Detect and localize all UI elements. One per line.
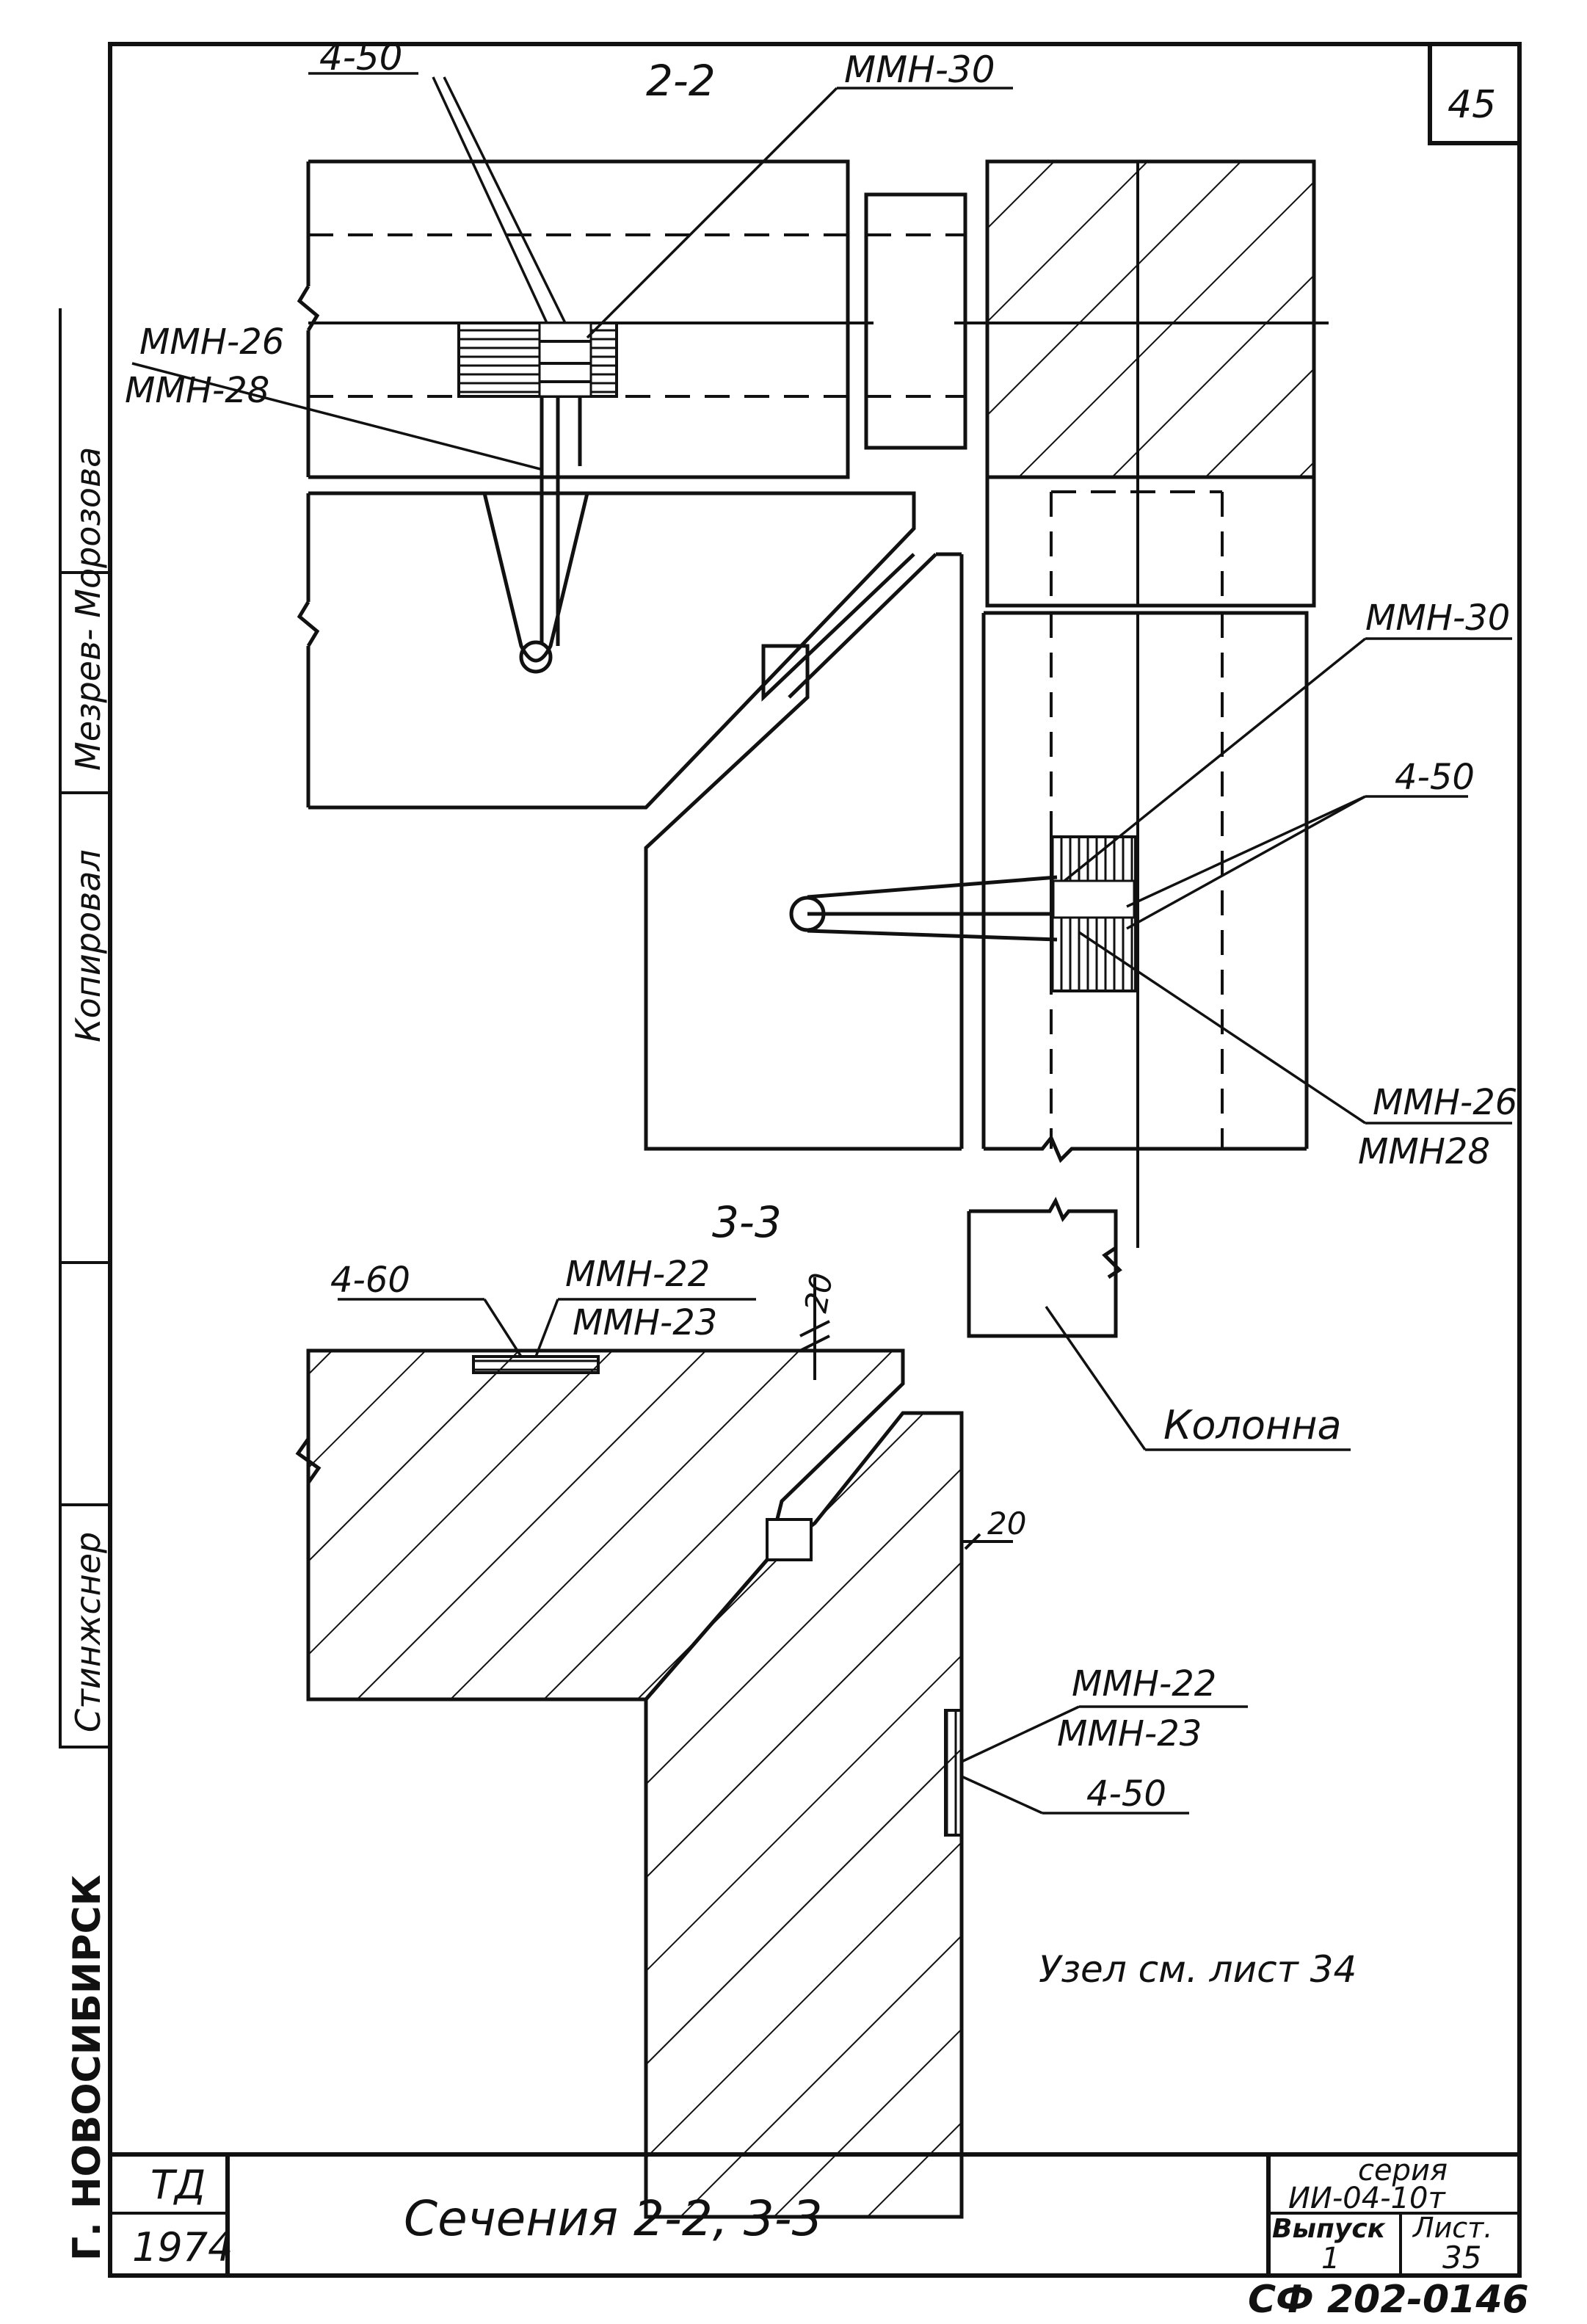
sheet-label: Лист. <box>1412 2212 1492 2244</box>
section-3-3-title: 3-3 <box>712 1197 782 1247</box>
title-block: ТД 1974 Сечения 2-2, 3-3 серия ИИ-04-10т… <box>110 2152 1519 2276</box>
sheet-frame <box>108 42 1522 2278</box>
embedded-plate-3-3-side <box>944 1709 963 1837</box>
series-label: серия <box>1358 2154 1448 2187</box>
section-2-2-title: 2-2 <box>646 56 716 106</box>
svg-text:45: 45 <box>1448 83 1496 127</box>
node-reference-note: Узел см. лист 34 <box>1039 1948 1357 1991</box>
leaders-2-2 <box>131 72 1512 1125</box>
section-3-3: 3-3 4-60 ММН-22 ММН-23 20 <box>295 1197 1357 2219</box>
archive-code: СФ 202-0146 <box>1248 2278 1529 2322</box>
stamp-city: Г. НОВОСИБИРСК <box>65 1875 109 2261</box>
column-top-2-2 <box>954 159 1329 608</box>
section-2-2: 2-2 <box>125 36 1517 1248</box>
label-2-2-right-anchor-b: ММН28 <box>1358 1131 1490 1172</box>
embedded-plate-3-3-top <box>472 1355 600 1374</box>
label-3-3-side-weld: 4-50 <box>1086 1773 1166 1815</box>
corner-sheet-number: 45 <box>1428 44 1519 145</box>
label-2-2-left-anchor-b: ММН-28 <box>125 370 269 411</box>
embedded-plate-2-2-top <box>457 322 618 398</box>
label-2-2-left-anchor-a: ММН-26 <box>139 322 284 363</box>
label-3-3-side-plate-a: ММН-22 <box>1072 1663 1216 1704</box>
spacer-block-2-2 <box>864 192 967 450</box>
label-3-3-gap-top: 20 <box>798 1271 840 1315</box>
label-3-3-top-weld: 4-60 <box>330 1260 410 1301</box>
column-lower-2-2 <box>981 611 1309 1248</box>
label-2-2-top-weld: 4-50 <box>319 36 402 79</box>
sheet-value: 35 <box>1442 2240 1481 2276</box>
stamp-org: Стинжснер <box>68 1532 108 1732</box>
label-2-2-top-plate: ММН-30 <box>844 48 995 91</box>
left-beam-2-2 <box>297 159 916 810</box>
label-3-3-gap-right: 20 <box>987 1506 1026 1542</box>
label-2-2-right-weld: 4-50 <box>1395 757 1475 798</box>
label-column: Колонна <box>1163 1402 1342 1448</box>
label-2-2-right-anchor-a: ММН-26 <box>1373 1082 1517 1123</box>
issue-value: 1 <box>1321 2242 1340 2276</box>
label-3-3-top-plate-b: ММН-23 <box>573 1302 717 1343</box>
title-year: 1974 <box>132 2224 233 2270</box>
label-3-3-side-plate-b: ММН-23 <box>1057 1713 1202 1754</box>
stamp-copied: Копировал <box>68 849 108 1042</box>
title-org-code: ТД <box>150 2162 206 2208</box>
label-2-2-right-plate: ММН-30 <box>1365 598 1510 639</box>
series-value: ИИ-04-10т <box>1288 2182 1447 2215</box>
stamp-names: Мезрев- Морозова <box>68 447 108 771</box>
side-stamp: Мезрев- Морозова Копировал Стинжснер Г. … <box>59 308 110 2261</box>
label-3-3-top-plate-a: ММН-22 <box>565 1254 710 1295</box>
issue-label: Выпуск <box>1272 2214 1387 2244</box>
sheet-title: Сечения 2-2, 3-3 <box>404 2190 823 2247</box>
